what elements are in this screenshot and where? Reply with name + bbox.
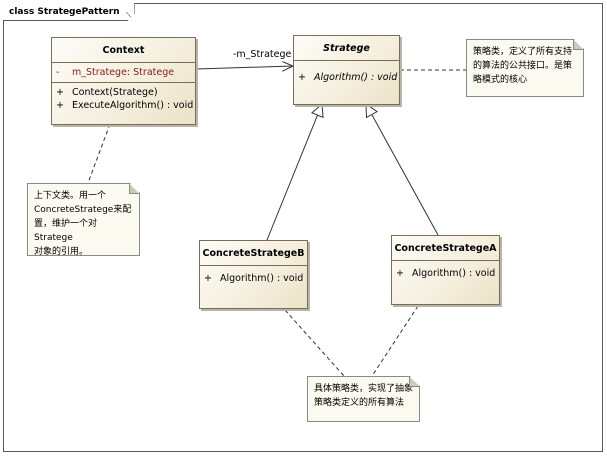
generalization-a-line[interactable] bbox=[366, 104, 439, 236]
note-fold-icon bbox=[409, 377, 419, 387]
stratege-class[interactable]: Stratege + Algorithm() : void bbox=[293, 35, 400, 105]
context-operation[interactable]: + Context(Stratege) bbox=[56, 87, 158, 98]
concrete-b-class-name: ConcreteStrategeB bbox=[200, 241, 307, 266]
concrete-note[interactable]: 具体策略类，实现了抽象 策略类定义的所有算法 bbox=[307, 376, 420, 422]
context-class[interactable]: Context - m_Stratege: Stratege + Context… bbox=[51, 37, 196, 125]
concrete-a-class-name: ConcreteStrategeA bbox=[392, 236, 499, 261]
concrete-stratege-b-class[interactable]: ConcreteStrategeB + Algorithm() : void bbox=[199, 240, 308, 309]
context-operations: + Context(Stratege) + ExecuteAlgorithm()… bbox=[52, 83, 195, 115]
concrete-b-note-anchor bbox=[284, 309, 345, 377]
concrete-stratege-a-class[interactable]: ConcreteStrategeA + Algorithm() : void bbox=[391, 235, 500, 305]
context-operation[interactable]: + ExecuteAlgorithm() : void bbox=[56, 100, 194, 111]
stratege-operation[interactable]: + Algorithm() : void bbox=[298, 72, 398, 83]
concrete-b-operations: + Algorithm() : void bbox=[200, 266, 307, 288]
association-role-label: -m_Stratege bbox=[233, 49, 292, 60]
concrete-a-operation[interactable]: + Algorithm() : void bbox=[396, 268, 496, 279]
concrete-a-note-anchor bbox=[371, 305, 419, 377]
context-note[interactable]: 上下文类。用一个 ConcreteStratege来配 置，维护一个对Strat… bbox=[27, 183, 140, 256]
stratege-operations: + Algorithm() : void bbox=[294, 61, 399, 87]
diagram-title: class StrategePattern bbox=[3, 3, 135, 21]
note-fold-icon bbox=[129, 184, 139, 194]
context-note-anchor bbox=[87, 123, 111, 184]
generalization-b-line[interactable] bbox=[266, 104, 322, 241]
concrete-a-operations: + Algorithm() : void bbox=[392, 261, 499, 283]
note-fold-icon bbox=[573, 40, 583, 50]
context-class-name: Context bbox=[52, 38, 195, 63]
context-attribute[interactable]: - m_Stratege: Stratege bbox=[56, 67, 175, 78]
concrete-b-operation[interactable]: + Algorithm() : void bbox=[204, 273, 304, 284]
stratege-class-name: Stratege bbox=[294, 36, 399, 61]
association-line[interactable] bbox=[195, 66, 293, 69]
context-attributes: - m_Stratege: Stratege bbox=[52, 63, 195, 83]
stratege-note[interactable]: 策略类，定义了所有支持 的算法的公共接口。是策 略模式的核心 bbox=[466, 39, 584, 97]
